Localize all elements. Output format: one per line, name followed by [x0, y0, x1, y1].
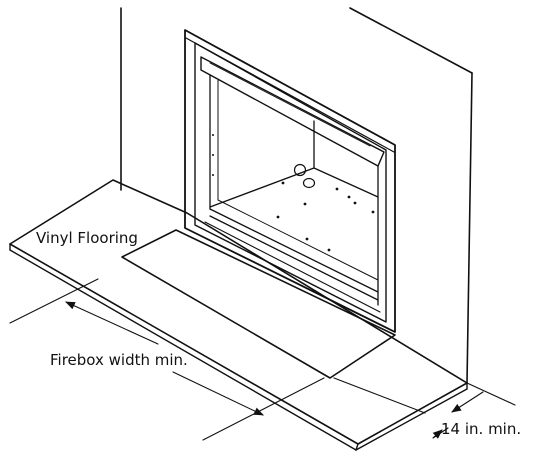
- hearth-pad: [121, 229, 396, 379]
- firebox-width-dimension: [9, 278, 325, 441]
- vinyl-flooring-label: Vinyl Flooring: [36, 229, 138, 247]
- depth-dimension: [333, 377, 516, 439]
- depth-label: 14 in. min.: [441, 420, 521, 438]
- firebox-width-label: Firebox width min.: [50, 351, 188, 369]
- vinyl-flooring-slab: [9, 179, 468, 451]
- wall: [120, 7, 473, 384]
- fireplace-insert: [184, 29, 396, 333]
